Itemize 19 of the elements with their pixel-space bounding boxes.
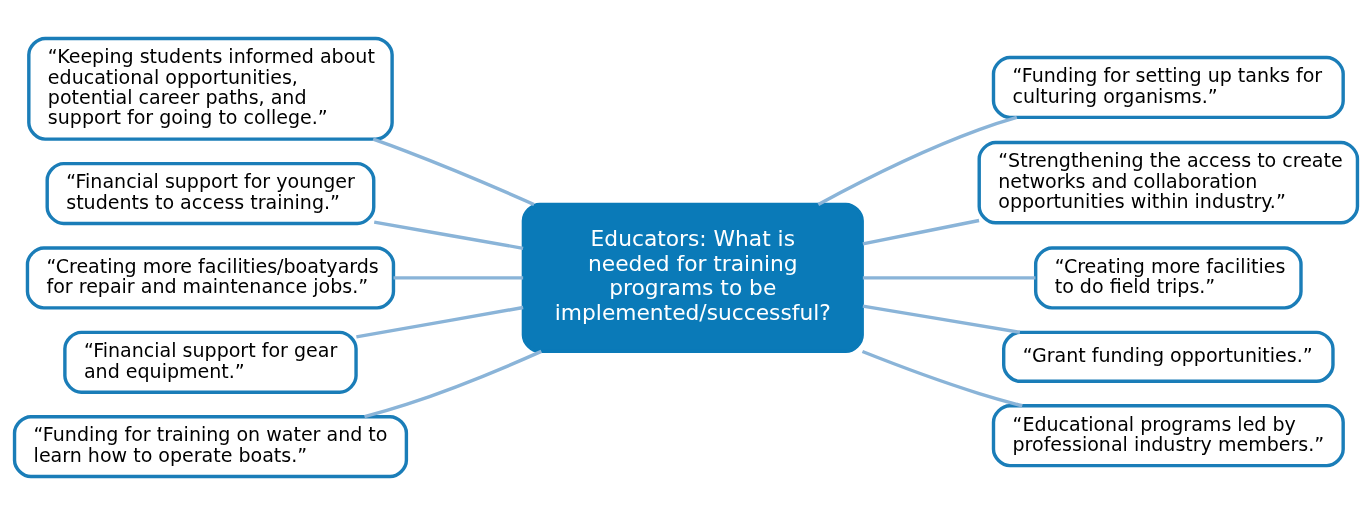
node-box: “Strengthening the access to create networks and collaboration opportunities within industry.”: [977, 140, 1360, 224]
connector: [862, 218, 980, 246]
connector: [393, 275, 524, 280]
node-box: “Creating more facilities/boatyards for repair and maintenance jobs.”: [25, 245, 396, 310]
connector: [862, 275, 1036, 280]
connector: [373, 219, 524, 250]
connector: [356, 305, 524, 338]
connector: [372, 137, 535, 206]
node-box: “Creating more facilities to do field trips.”: [1034, 245, 1303, 310]
node-box: “Funding for setting up tanks for culturing organisms.”: [991, 55, 1345, 119]
node-box: “Grant funding opportunities.”: [1002, 330, 1335, 383]
connector: [364, 349, 542, 418]
connector: [862, 303, 1021, 334]
node-box: “Educational programs led by professional industry members.”: [991, 403, 1345, 467]
node-box: “Keeping students informed about educational opportunities, potential career paths, and support for going to college.”: [27, 36, 394, 141]
node-box: “Funding for training on water and to learn how to operate boats.”: [12, 414, 409, 478]
node-box: “Financial support for gear and equipment.”: [63, 330, 358, 394]
node-box: “Financial support for younger students to access training.”: [45, 161, 376, 225]
node-box: Educators: What is needed for training programs to be implemented/successful?: [521, 202, 864, 353]
